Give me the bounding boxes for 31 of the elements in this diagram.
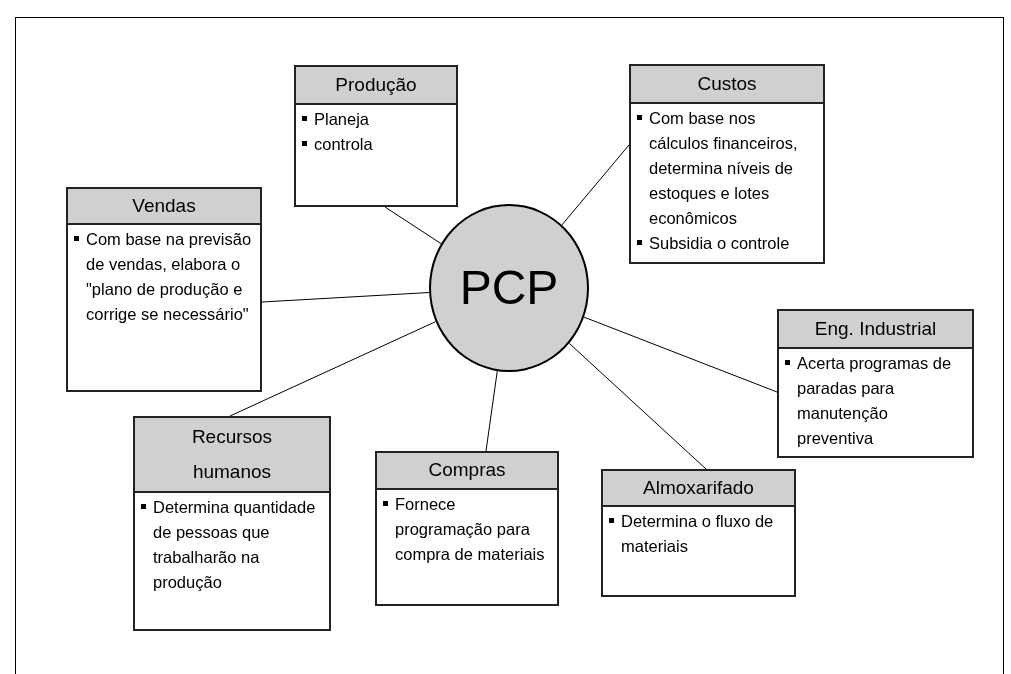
connector-line: [384, 206, 442, 245]
bullet-text: controla: [314, 134, 373, 155]
department-title: Produção: [334, 72, 418, 97]
bullet-text: Com base nos cálculos financeiros, determina níveis de estoques e lotes econômicos: [649, 108, 799, 229]
connector-line: [583, 316, 778, 393]
department-card: [601, 469, 796, 597]
bullet-text: Planeja: [314, 109, 370, 130]
department-title: Custos: [696, 71, 758, 96]
connector-line: [229, 321, 437, 417]
department-card: [375, 451, 559, 606]
bullet-text: Determina quantidade de pessoas que trabalharão na produção: [153, 497, 317, 593]
department-card: [777, 309, 974, 458]
department-title: Vendas: [131, 193, 197, 218]
department-title: Compras: [427, 458, 507, 483]
department-title: Eng. Industrial: [813, 316, 938, 341]
department-card: [66, 187, 262, 392]
bullet-text: Acerta programas de paradas para manutenção preventiva: [797, 353, 953, 449]
bullet-text: Subsidia o controle: [649, 233, 790, 254]
ellipse-label: PCP: [459, 264, 559, 312]
department-card: [294, 65, 458, 207]
bullet-text: Fornece programação para compra de materiais: [395, 494, 546, 565]
department-card: [133, 416, 331, 631]
connector-line: [561, 144, 630, 226]
connector-line: [261, 292, 430, 303]
bullet-text: Determina o fluxo de materiais: [621, 511, 775, 557]
department-title: Almoxarifado: [642, 475, 755, 500]
connector-line: [568, 342, 707, 470]
department-title: Recursos humanos: [190, 425, 274, 484]
department-card: [629, 64, 825, 264]
connector-line: [485, 370, 498, 452]
bullet-text: Com base na previsão de vendas, elabora o "plano de produção e corrige se necessário": [86, 229, 253, 325]
